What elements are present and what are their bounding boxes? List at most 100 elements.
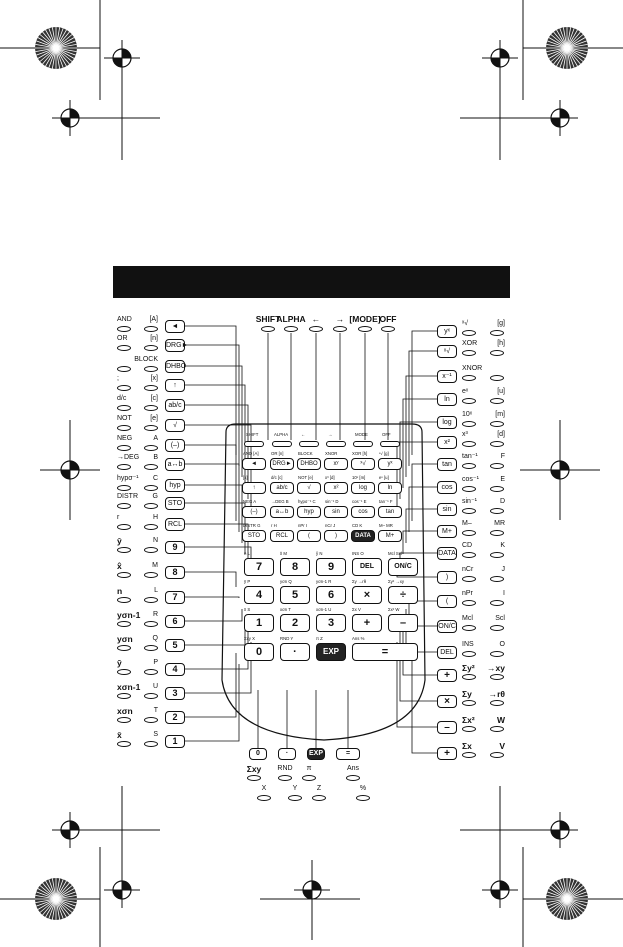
calc-row2-key-5[interactable]: ln	[378, 482, 402, 494]
calc-row1-key-0[interactable]: ◄	[242, 458, 266, 470]
left-key-15[interactable]: 5	[165, 639, 185, 652]
calc-row2-key-2[interactable]: √	[297, 482, 321, 494]
calc-row7-key-1[interactable]: 2	[280, 614, 310, 632]
calc-row3-key-0[interactable]: (–)	[242, 506, 266, 518]
calc-row8-key-0[interactable]: 0	[244, 643, 274, 661]
calc-top-key-3[interactable]	[326, 441, 346, 447]
bottom-key-3[interactable]: =	[336, 748, 360, 760]
calc-row8-key-1[interactable]: ·	[280, 643, 310, 661]
left-key-4[interactable]: ab/c	[165, 399, 185, 412]
calc-top-key-2[interactable]	[299, 441, 319, 447]
calc-row6-key-2[interactable]: 6	[316, 586, 346, 604]
right-key-14[interactable]: DEL	[437, 646, 457, 659]
calc-row5-key-4[interactable]: ON/C	[388, 558, 418, 576]
calc-row6-key-4[interactable]: ÷	[388, 586, 418, 604]
right-key-9[interactable]: M+	[437, 525, 457, 538]
left-key-0[interactable]: ◄	[165, 320, 185, 333]
calc-row7-key-4[interactable]: –	[388, 614, 418, 632]
right-key-8[interactable]: sin	[437, 503, 457, 516]
left-key-18[interactable]: 2	[165, 711, 185, 724]
right-alpha-label-0: [g]	[497, 320, 505, 327]
bottom-key-1[interactable]: ·	[278, 748, 296, 760]
calc-row6-key-0[interactable]: 4	[244, 586, 274, 604]
right-key-0[interactable]: yˣ	[437, 325, 457, 338]
left-key-8[interactable]: hyp	[165, 479, 185, 492]
left-key-1[interactable]: DRG►	[165, 339, 188, 352]
right-key-13[interactable]: ON/C	[437, 620, 457, 633]
left-key-19[interactable]: 1	[165, 735, 185, 748]
calc-top-key-1[interactable]	[272, 441, 292, 447]
right-key-2[interactable]: x⁻¹	[437, 370, 457, 383]
leader-line	[185, 424, 252, 510]
calc-row5-key-3[interactable]: DEL	[352, 558, 382, 576]
left-key-11[interactable]: 9	[165, 541, 185, 554]
calc-row7-label-1: xσn T	[280, 607, 291, 612]
left-key-12[interactable]: 8	[165, 566, 185, 579]
left-key-16[interactable]: 4	[165, 663, 185, 676]
calc-row1-key-3[interactable]: xʸ	[324, 458, 348, 470]
calc-row5-key-label-4: ON/C	[394, 563, 412, 570]
calc-row4-key-4[interactable]: DATA	[351, 530, 375, 542]
left-key-10[interactable]: RCL	[165, 518, 185, 531]
right-key-16[interactable]: ×	[437, 695, 457, 708]
left-alpha-label-11: N	[152, 537, 158, 544]
calc-row6-key-1[interactable]: 5	[280, 586, 310, 604]
calc-row3-key-1[interactable]: a↔b	[270, 506, 294, 518]
right-key-10[interactable]: DATA	[437, 547, 457, 560]
bottom-key-0[interactable]: 0	[249, 748, 267, 760]
calc-row4-key-5[interactable]: M+	[378, 530, 402, 542]
calc-row3-key-5[interactable]: tan	[378, 506, 402, 518]
calc-row5-key-2[interactable]: 9	[316, 558, 346, 576]
calc-row2-key-4[interactable]: log	[351, 482, 375, 494]
right-key-17[interactable]: –	[437, 721, 457, 734]
calc-row3-key-2[interactable]: hyp	[297, 506, 321, 518]
left-key-6[interactable]: (–)	[165, 439, 185, 452]
right-key-7[interactable]: cos	[437, 481, 457, 494]
calc-row1-key-4[interactable]: ˣ√	[351, 458, 375, 470]
calc-row3-key-3[interactable]: sin	[324, 506, 348, 518]
right-alpha-oval-8	[490, 508, 504, 514]
bottom-key-2[interactable]: EXP	[307, 748, 325, 760]
right-key-1[interactable]: ˣ√	[437, 345, 457, 358]
calc-row8-key-3[interactable]: =	[352, 643, 418, 661]
right-key-18[interactable]: +	[437, 747, 457, 760]
right-key-12[interactable]: (	[437, 595, 457, 608]
calc-top-key-0[interactable]	[244, 441, 264, 447]
calc-row2-key-3[interactable]: x²	[324, 482, 348, 494]
right-key-6[interactable]: tan	[437, 458, 457, 471]
calc-row7-key-0[interactable]: 1	[244, 614, 274, 632]
calc-row7-key-3[interactable]: +	[352, 614, 382, 632]
calc-top-key-4[interactable]	[353, 441, 373, 447]
right-key-5[interactable]: x²	[437, 436, 457, 449]
left-key-2[interactable]: DHBO	[165, 360, 186, 373]
calc-row1-key-1[interactable]: DRG►	[270, 458, 294, 470]
left-key-3[interactable]: ↑	[165, 379, 185, 392]
left-key-14[interactable]: 6	[165, 615, 185, 628]
calc-row4-key-2[interactable]: (	[297, 530, 321, 542]
left-key-9[interactable]: STO	[165, 497, 185, 510]
right-key-11[interactable]: )	[437, 571, 457, 584]
calc-row3-key-4[interactable]: cos	[351, 506, 375, 518]
calc-row1-key-2[interactable]: DHBO	[297, 458, 321, 470]
calc-row7-key-2[interactable]: 3	[316, 614, 346, 632]
right-key-15[interactable]: +	[437, 669, 457, 682]
calc-row5-key-0[interactable]: 7	[244, 558, 274, 576]
calc-row4-key-3[interactable]: )	[324, 530, 348, 542]
calc-top-key-5[interactable]	[380, 441, 400, 447]
calc-row6-label-3: Σy →rθ	[352, 579, 367, 584]
calc-row6-key-3[interactable]: ×	[352, 586, 382, 604]
left-key-7[interactable]: a↔b	[165, 458, 185, 471]
left-key-17[interactable]: 3	[165, 687, 185, 700]
left-key-5[interactable]: √	[165, 419, 185, 432]
calc-row4-key-1[interactable]: RCL	[270, 530, 294, 542]
calc-row5-key-1[interactable]: 8	[280, 558, 310, 576]
calc-row2-key-0[interactable]: ↑	[242, 482, 266, 494]
right-key-4[interactable]: log	[437, 416, 457, 429]
right-key-3[interactable]: ln	[437, 393, 457, 406]
calc-row1-key-5[interactable]: yˣ	[378, 458, 402, 470]
right-func-label-16: Σy	[462, 689, 472, 699]
calc-row8-key-2[interactable]: EXP	[316, 643, 346, 661]
calc-row2-key-1[interactable]: ab/c	[270, 482, 294, 494]
calc-row4-key-0[interactable]: STO	[242, 530, 266, 542]
left-key-13[interactable]: 7	[165, 591, 185, 604]
